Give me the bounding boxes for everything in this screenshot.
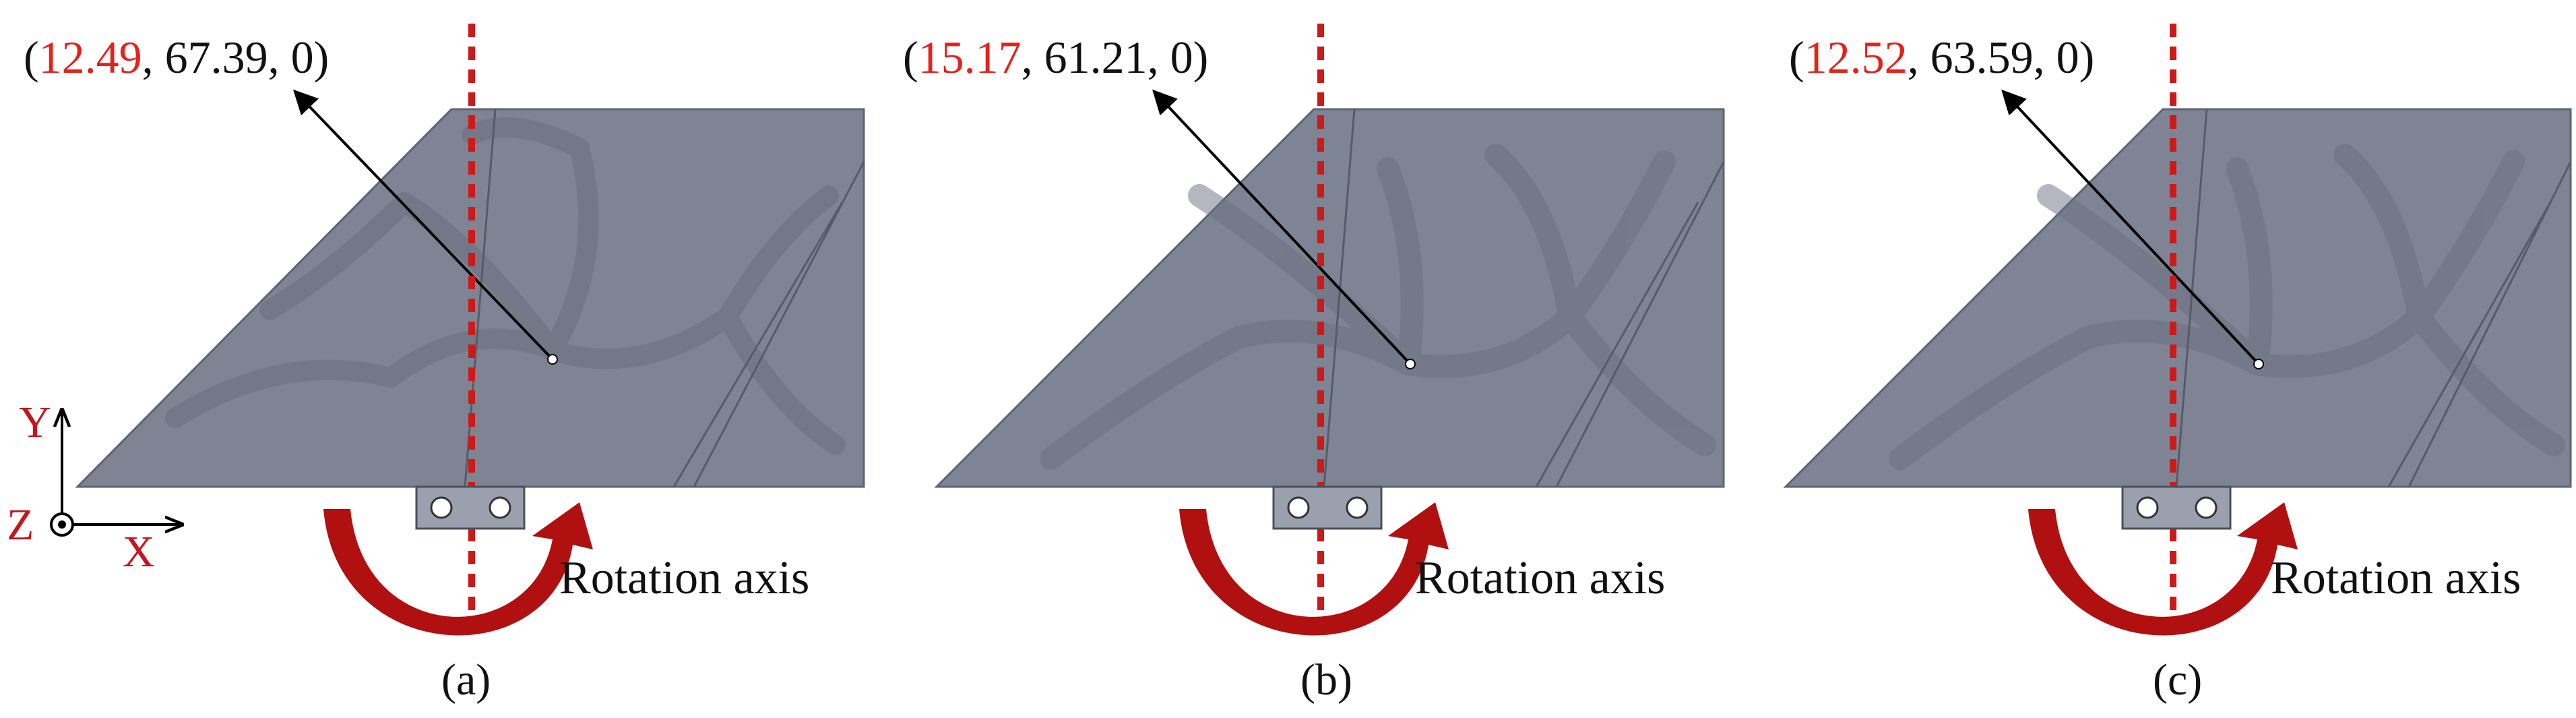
- x-axis-label: X: [123, 527, 155, 576]
- panel-caption: (c): [2153, 655, 2202, 705]
- bolt-hole: [2195, 496, 2218, 519]
- panel-b: (15.17, 61.21, 0) Rotation axis (b): [903, 24, 1725, 705]
- normal-vector-arrow: [2001, 89, 2260, 365]
- panel-c: (12.52, 63.59, 0) Rotation axis (c): [1783, 24, 2572, 705]
- bolt-hole: [2136, 496, 2159, 519]
- rotation-arrow: [1179, 502, 1449, 636]
- y-axis-label: Y: [19, 398, 51, 447]
- coordinate-label: (12.52, 63.59, 0): [1789, 32, 2094, 83]
- panel-caption: (a): [441, 655, 491, 705]
- part-body: [75, 108, 865, 488]
- topology-edges: [1323, 109, 1725, 487]
- panel-a: (12.49, 67.39, 0) Rotation axis (a): [24, 24, 865, 705]
- bolt-hole: [430, 496, 453, 519]
- rotation-arrow: [323, 502, 593, 636]
- normal-vector-arrow: [293, 89, 554, 361]
- z-axis-label: Z: [7, 500, 34, 549]
- bolt-hole: [1346, 496, 1369, 519]
- coordinate-triad: Y Z X: [7, 398, 182, 576]
- rotation-axis-label: Rotation axis: [559, 552, 809, 604]
- centroid-point: [547, 354, 558, 365]
- rotation-axis-label: Rotation axis: [2271, 552, 2521, 604]
- normal-vector-arrow: [1152, 89, 1412, 365]
- topology-edges: [2175, 109, 2572, 487]
- bolt-hole: [1287, 496, 1310, 519]
- centroid-point: [1405, 359, 1416, 369]
- centroid-point: [2253, 359, 2264, 369]
- coordinate-label: (15.17, 61.21, 0): [903, 32, 1208, 83]
- bolt-hole: [489, 496, 511, 519]
- panel-caption: (b): [1300, 655, 1352, 705]
- rotation-arrow: [2028, 502, 2298, 636]
- rotation-axis-label: Rotation axis: [1415, 552, 1665, 604]
- coordinate-label: (12.49, 67.39, 0): [24, 32, 329, 83]
